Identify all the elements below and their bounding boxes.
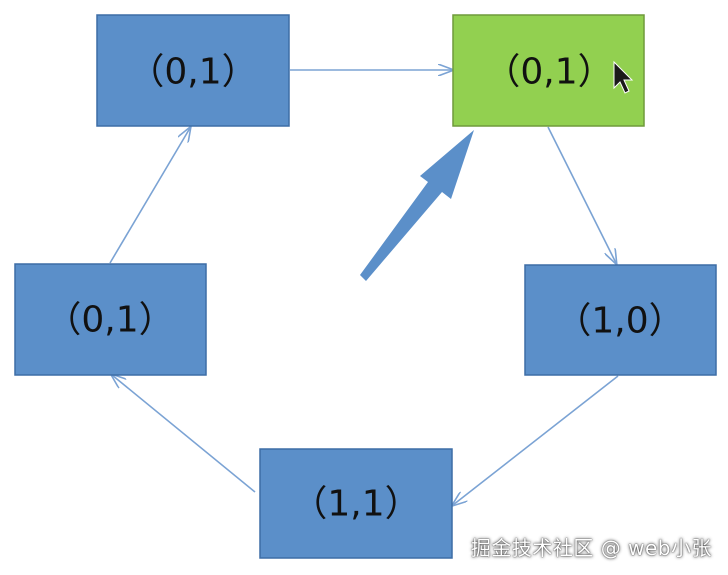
node-n1[interactable]: （0,1） (96, 14, 290, 127)
edge-arrow-n5-n1 (109, 128, 190, 264)
node-label: （1,1） (291, 484, 420, 525)
node-n4[interactable]: （1,1） (259, 448, 453, 559)
emphasis-arrow (360, 130, 474, 281)
mouse-cursor-icon (613, 60, 634, 94)
node-label: （0,1） (128, 52, 257, 93)
node-n2-highlighted[interactable]: （0,1） (452, 14, 645, 127)
edge-arrow-n4-n5 (112, 375, 256, 493)
node-label: （0,1） (484, 52, 613, 93)
node-n5[interactable]: （0,1） (14, 263, 207, 376)
edge-arrow-n3-n4 (453, 375, 619, 505)
edge-arrow-n2-n3 (547, 126, 616, 263)
node-n3[interactable]: （1,0） (524, 264, 717, 376)
node-label: （0,1） (45, 300, 174, 341)
watermark: 掘金技术社区 @ web小张 (470, 536, 712, 560)
node-label: （1,0） (555, 301, 684, 342)
